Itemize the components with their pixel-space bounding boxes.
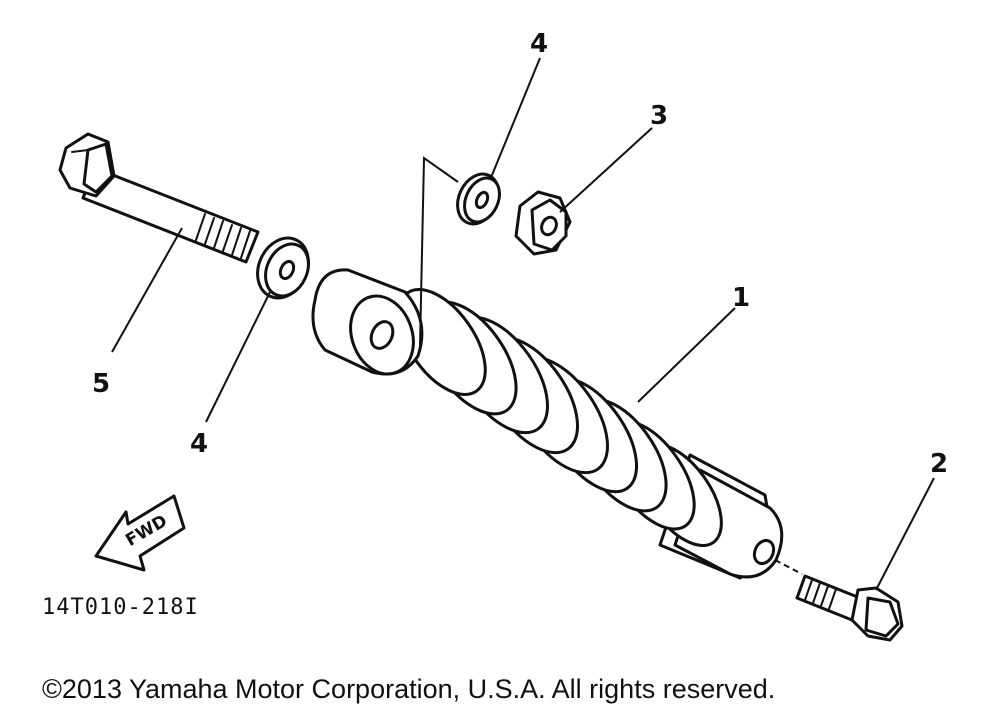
part-4-washer-upper (456, 172, 501, 226)
callout-part-1: 1 (732, 283, 750, 313)
bracket-washer-to-eye (419, 156, 459, 347)
part-4-washer-lower (256, 236, 310, 300)
bolt-threads (195, 213, 251, 259)
leader-part-5 (111, 227, 183, 353)
callout-part-4-top: 4 (530, 29, 548, 59)
leader-part-2 (875, 477, 935, 591)
leader-part-4-top (489, 57, 541, 181)
leader-part-4-bottom (205, 291, 271, 423)
leader-part-1 (637, 307, 736, 403)
part-2-bolt (795, 574, 904, 642)
copyright-notice: ©2013 Yamaha Motor Corporation, U.S.A. A… (42, 674, 775, 704)
drawing-code: 14T010-218I (42, 595, 199, 620)
fwd-arrow-icon: FWD (94, 494, 186, 572)
leader-lines (111, 57, 935, 591)
callout-part-4-bottom: 4 (190, 429, 208, 459)
small-bolt-threads (804, 579, 837, 610)
leader-part-3 (559, 127, 653, 213)
axis-lower-mount (774, 559, 803, 575)
part-3-nut (514, 190, 572, 256)
spring-coils (397, 288, 723, 548)
part-5-bolt (58, 132, 260, 264)
part-1-shock-absorber (311, 268, 784, 580)
callout-part-2: 2 (930, 449, 948, 479)
callout-part-3: 3 (650, 101, 668, 131)
callout-part-5: 5 (92, 369, 110, 399)
